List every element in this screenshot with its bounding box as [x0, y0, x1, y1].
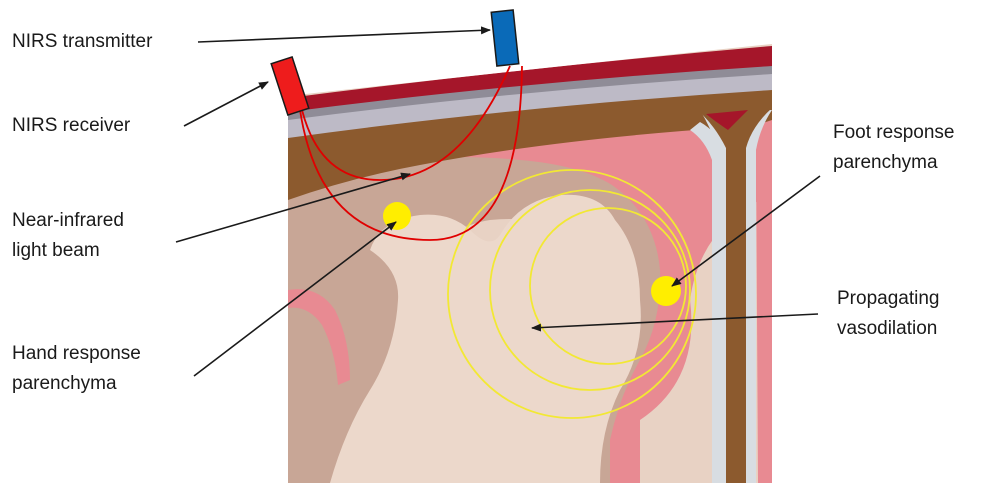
nirs-transmitter-probe [491, 10, 519, 66]
label-vaso-line1: Propagating [837, 284, 939, 314]
label-beam-line2: light beam [12, 236, 124, 266]
label-nirs-transmitter: NIRS transmitter [12, 27, 152, 57]
label-hand-response: Hand response parenchyma [12, 339, 141, 399]
arrow-receiver [184, 82, 268, 126]
label-hand-line1: Hand response [12, 339, 141, 369]
foot-response-spot [651, 276, 681, 306]
label-nirs-receiver: NIRS receiver [12, 111, 130, 141]
arrow-transmitter [198, 30, 490, 42]
label-foot-response: Foot response parenchyma [833, 118, 954, 178]
label-hand-line2: parenchyma [12, 369, 141, 399]
nirs-receiver-probe [271, 57, 309, 115]
label-receiver-text: NIRS receiver [12, 111, 130, 141]
hand-response-spot [383, 202, 411, 230]
label-foot-line1: Foot response [833, 118, 954, 148]
label-beam-line1: Near-infrared [12, 206, 124, 236]
right-hemisphere-edge [756, 136, 772, 483]
label-transmitter-text: NIRS transmitter [12, 27, 152, 57]
label-vaso-line2: vasodilation [837, 314, 939, 344]
label-near-infrared-beam: Near-infrared light beam [12, 206, 124, 266]
label-foot-line2: parenchyma [833, 148, 954, 178]
label-propagating-vasodilation: Propagating vasodilation [837, 284, 939, 344]
